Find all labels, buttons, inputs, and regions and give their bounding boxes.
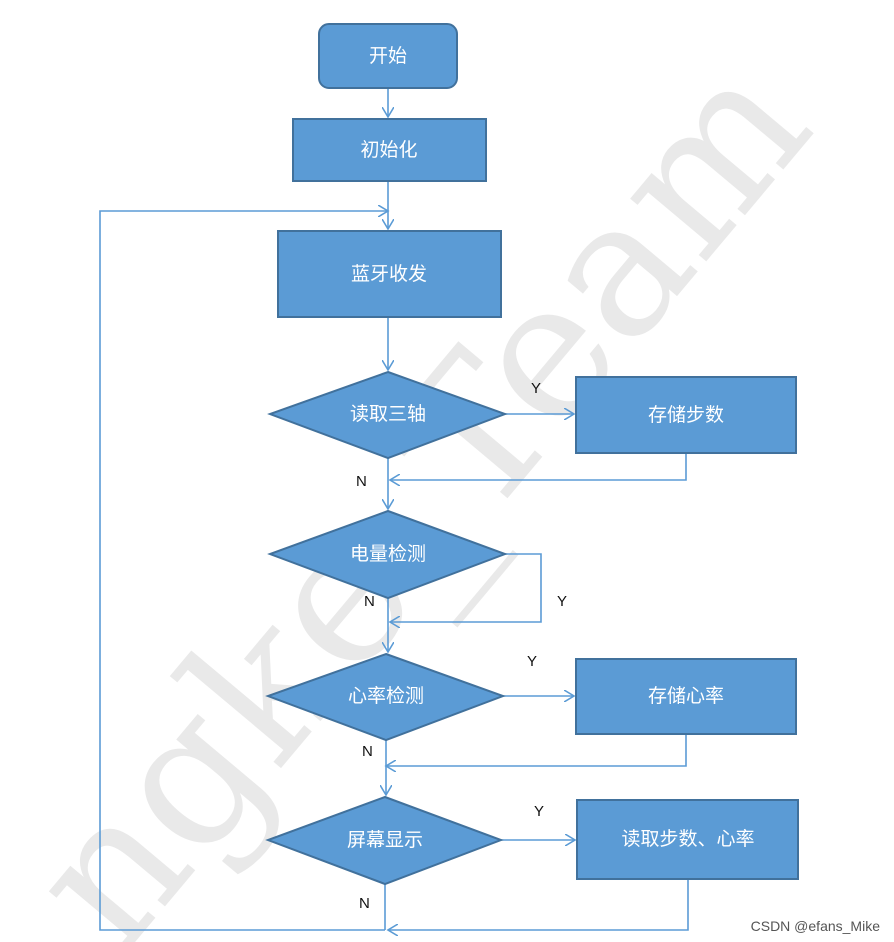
node-init: 初始化: [292, 118, 487, 182]
credit-text: CSDN @efans_Mike: [751, 918, 881, 934]
node-start: 开始: [318, 23, 458, 89]
node-store-steps: 存储步数: [575, 376, 797, 454]
edge-storehr-return: [386, 734, 687, 766]
edge-battery-yes-loop: [390, 553, 542, 622]
node-bluetooth: 蓝牙收发: [277, 230, 502, 318]
decision-battery: 电量检测: [267, 509, 508, 600]
edge-main-loop: [99, 211, 388, 931]
node-read-steps-hr-label: 读取步数、心率: [621, 828, 754, 850]
node-bluetooth-label: 蓝牙收发: [351, 263, 427, 285]
label-heart-rate-yes: Y: [527, 653, 537, 670]
decision-display-label: 屏幕显示: [347, 829, 423, 851]
label-read-axis-yes: Y: [531, 380, 541, 397]
label-battery-yes: Y: [557, 593, 567, 610]
decision-read-axis-label: 读取三轴: [350, 403, 426, 425]
label-display-yes: Y: [534, 803, 544, 820]
decision-heart-rate: 心率检测: [265, 652, 506, 742]
node-store-hr: 存储心率: [575, 658, 797, 735]
decision-read-axis: 读取三轴: [267, 370, 508, 460]
label-battery-no: N: [364, 593, 375, 610]
label-heart-rate-no: N: [362, 743, 373, 760]
label-display-no: N: [359, 895, 370, 912]
edge-readhr-return: [388, 879, 689, 930]
edge-storesteps-return: [390, 453, 687, 480]
node-store-hr-label: 存储心率: [648, 685, 724, 707]
edges: [99, 88, 689, 931]
edge-labels: Y N N Y Y N Y N: [356, 380, 567, 912]
decision-battery-label: 电量检测: [350, 543, 426, 565]
decision-heart-rate-label: 心率检测: [348, 685, 424, 707]
node-read-steps-hr: 读取步数、心率: [576, 799, 799, 880]
label-read-axis-no: N: [356, 473, 367, 490]
node-start-label: 开始: [369, 45, 407, 67]
node-init-label: 初始化: [360, 139, 417, 161]
node-store-steps-label: 存储步数: [648, 404, 724, 426]
decision-display: 屏幕显示: [265, 795, 504, 886]
